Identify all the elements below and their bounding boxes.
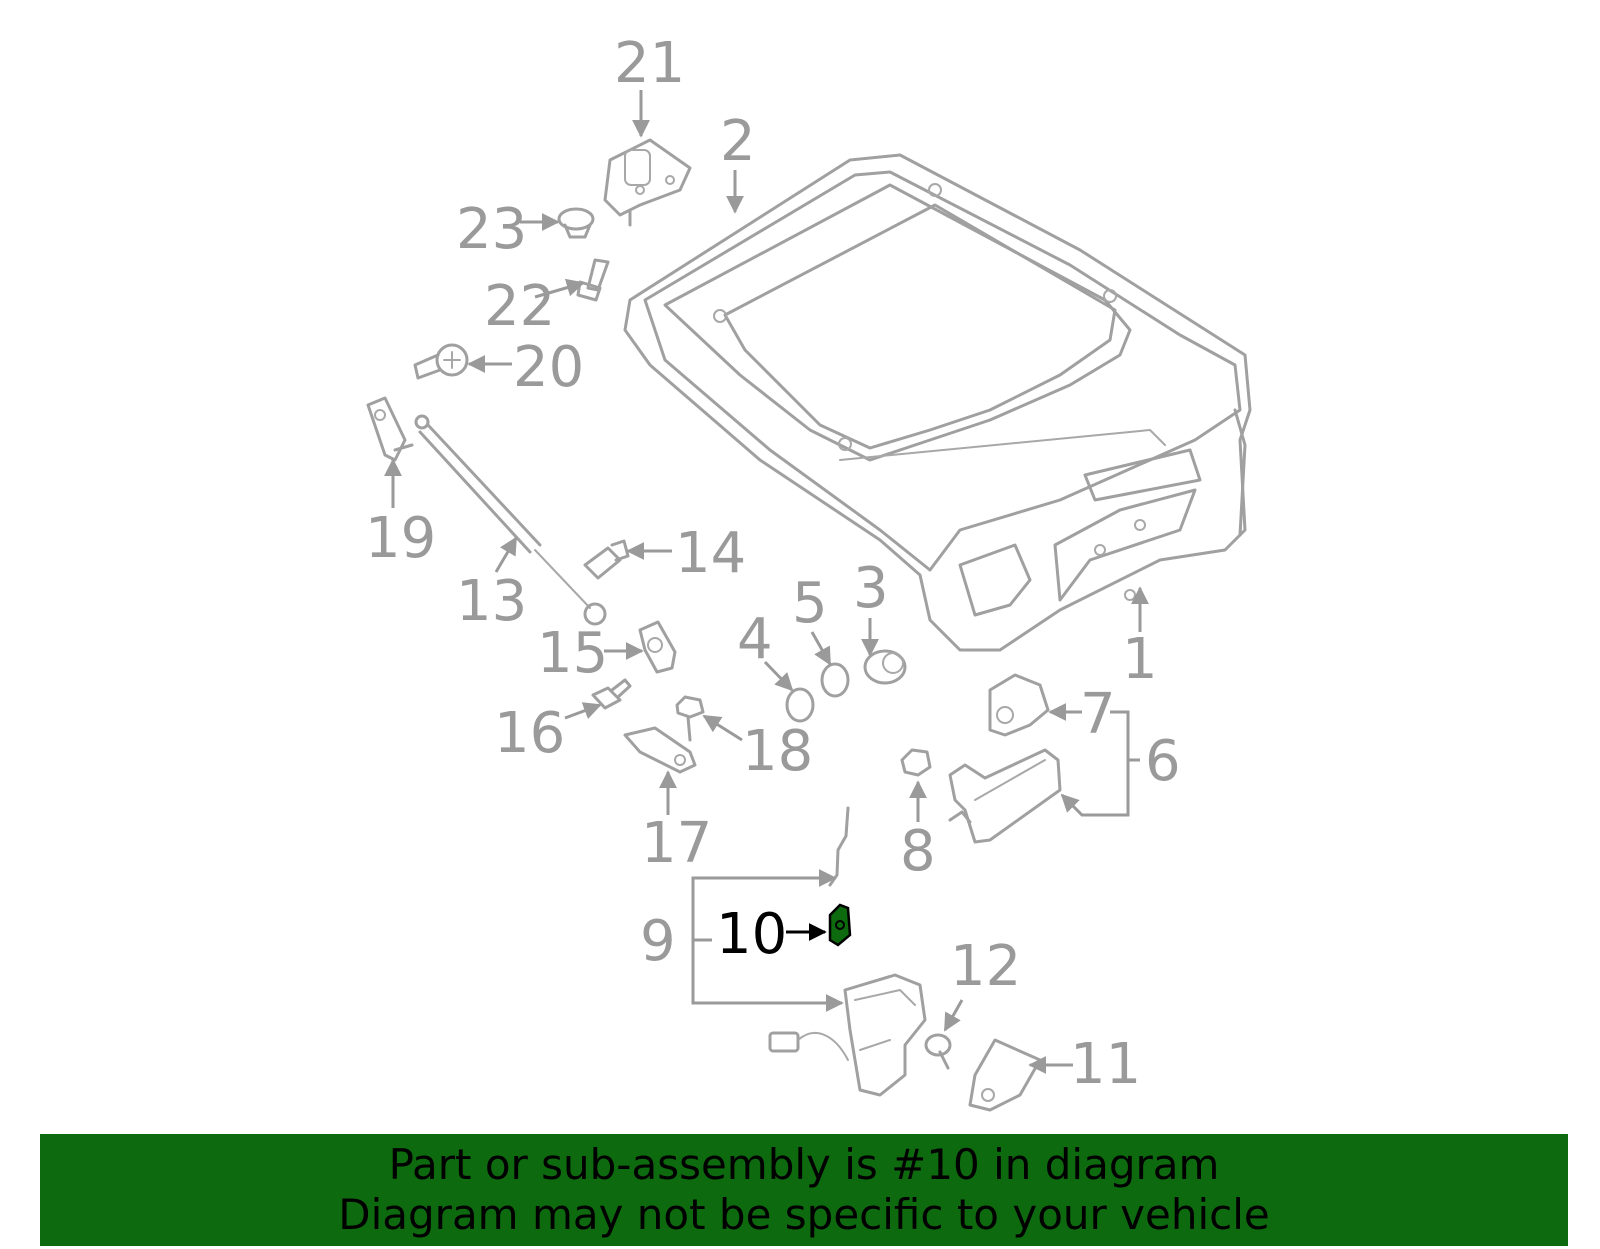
callout-16: 16 bbox=[494, 701, 565, 766]
screw-part-20 bbox=[413, 343, 469, 380]
clip-part-10 bbox=[828, 903, 852, 947]
callout-22: 22 bbox=[484, 274, 555, 339]
callout-9: 9 bbox=[640, 909, 676, 974]
callout-19: 19 bbox=[365, 506, 436, 571]
callout-20: 20 bbox=[513, 335, 584, 400]
latch-part-9 bbox=[768, 973, 927, 1097]
strut-part-13 bbox=[414, 414, 607, 626]
bracket-part-15 bbox=[638, 620, 677, 674]
bracket-part-19 bbox=[366, 396, 414, 462]
striker-part-11 bbox=[968, 1038, 1042, 1112]
callout-23: 23 bbox=[456, 197, 527, 262]
bolt-part-22 bbox=[576, 258, 610, 302]
callout-3: 3 bbox=[853, 556, 889, 621]
bumper-part-3 bbox=[863, 649, 907, 685]
liftgate-part bbox=[623, 153, 1252, 652]
callout-5: 5 bbox=[792, 571, 828, 636]
banner-line-disclaimer: Diagram may not be specific to your vehi… bbox=[338, 1190, 1270, 1239]
grommet-part-4 bbox=[785, 687, 815, 723]
bracket-part-17 bbox=[623, 726, 697, 774]
callout-1: 1 bbox=[1122, 627, 1158, 692]
bumper-part-23 bbox=[557, 207, 595, 239]
nut-part-8 bbox=[900, 748, 932, 777]
callout-4: 4 bbox=[737, 607, 773, 672]
pin-part-14 bbox=[583, 539, 630, 580]
rod-part-9 bbox=[828, 806, 850, 887]
handle-part-6 bbox=[948, 748, 1062, 844]
banner-line-part-number: Part or sub-assembly is #10 in diagram bbox=[388, 1140, 1220, 1189]
callout-14: 14 bbox=[675, 521, 746, 586]
leader-arrows bbox=[384, 90, 1149, 1074]
actuator-part-7 bbox=[988, 673, 1050, 737]
callout-8: 8 bbox=[900, 819, 936, 884]
callout-11: 11 bbox=[1070, 1032, 1141, 1097]
callout-7: 7 bbox=[1080, 682, 1116, 747]
hinge-part-21 bbox=[603, 138, 692, 227]
callout-15: 15 bbox=[537, 621, 608, 686]
bolt-part-18 bbox=[675, 695, 705, 742]
callout-6: 6 bbox=[1145, 729, 1181, 794]
callout-13: 13 bbox=[456, 569, 527, 634]
grommet-part-5 bbox=[820, 662, 850, 698]
callout-17: 17 bbox=[641, 811, 712, 876]
callout-2: 2 bbox=[720, 109, 756, 174]
callout-10: 10 bbox=[716, 902, 787, 967]
callout-labels: 1 2 3 4 5 6 7 8 9 10 11 12 13 14 15 16 1… bbox=[365, 31, 1181, 1097]
info-banner: Part or sub-assembly is #10 in diagram D… bbox=[40, 1134, 1568, 1246]
callout-18: 18 bbox=[742, 719, 813, 784]
callout-21: 21 bbox=[614, 31, 685, 96]
callout-12: 12 bbox=[950, 934, 1021, 999]
clip-part-12 bbox=[924, 1033, 952, 1070]
